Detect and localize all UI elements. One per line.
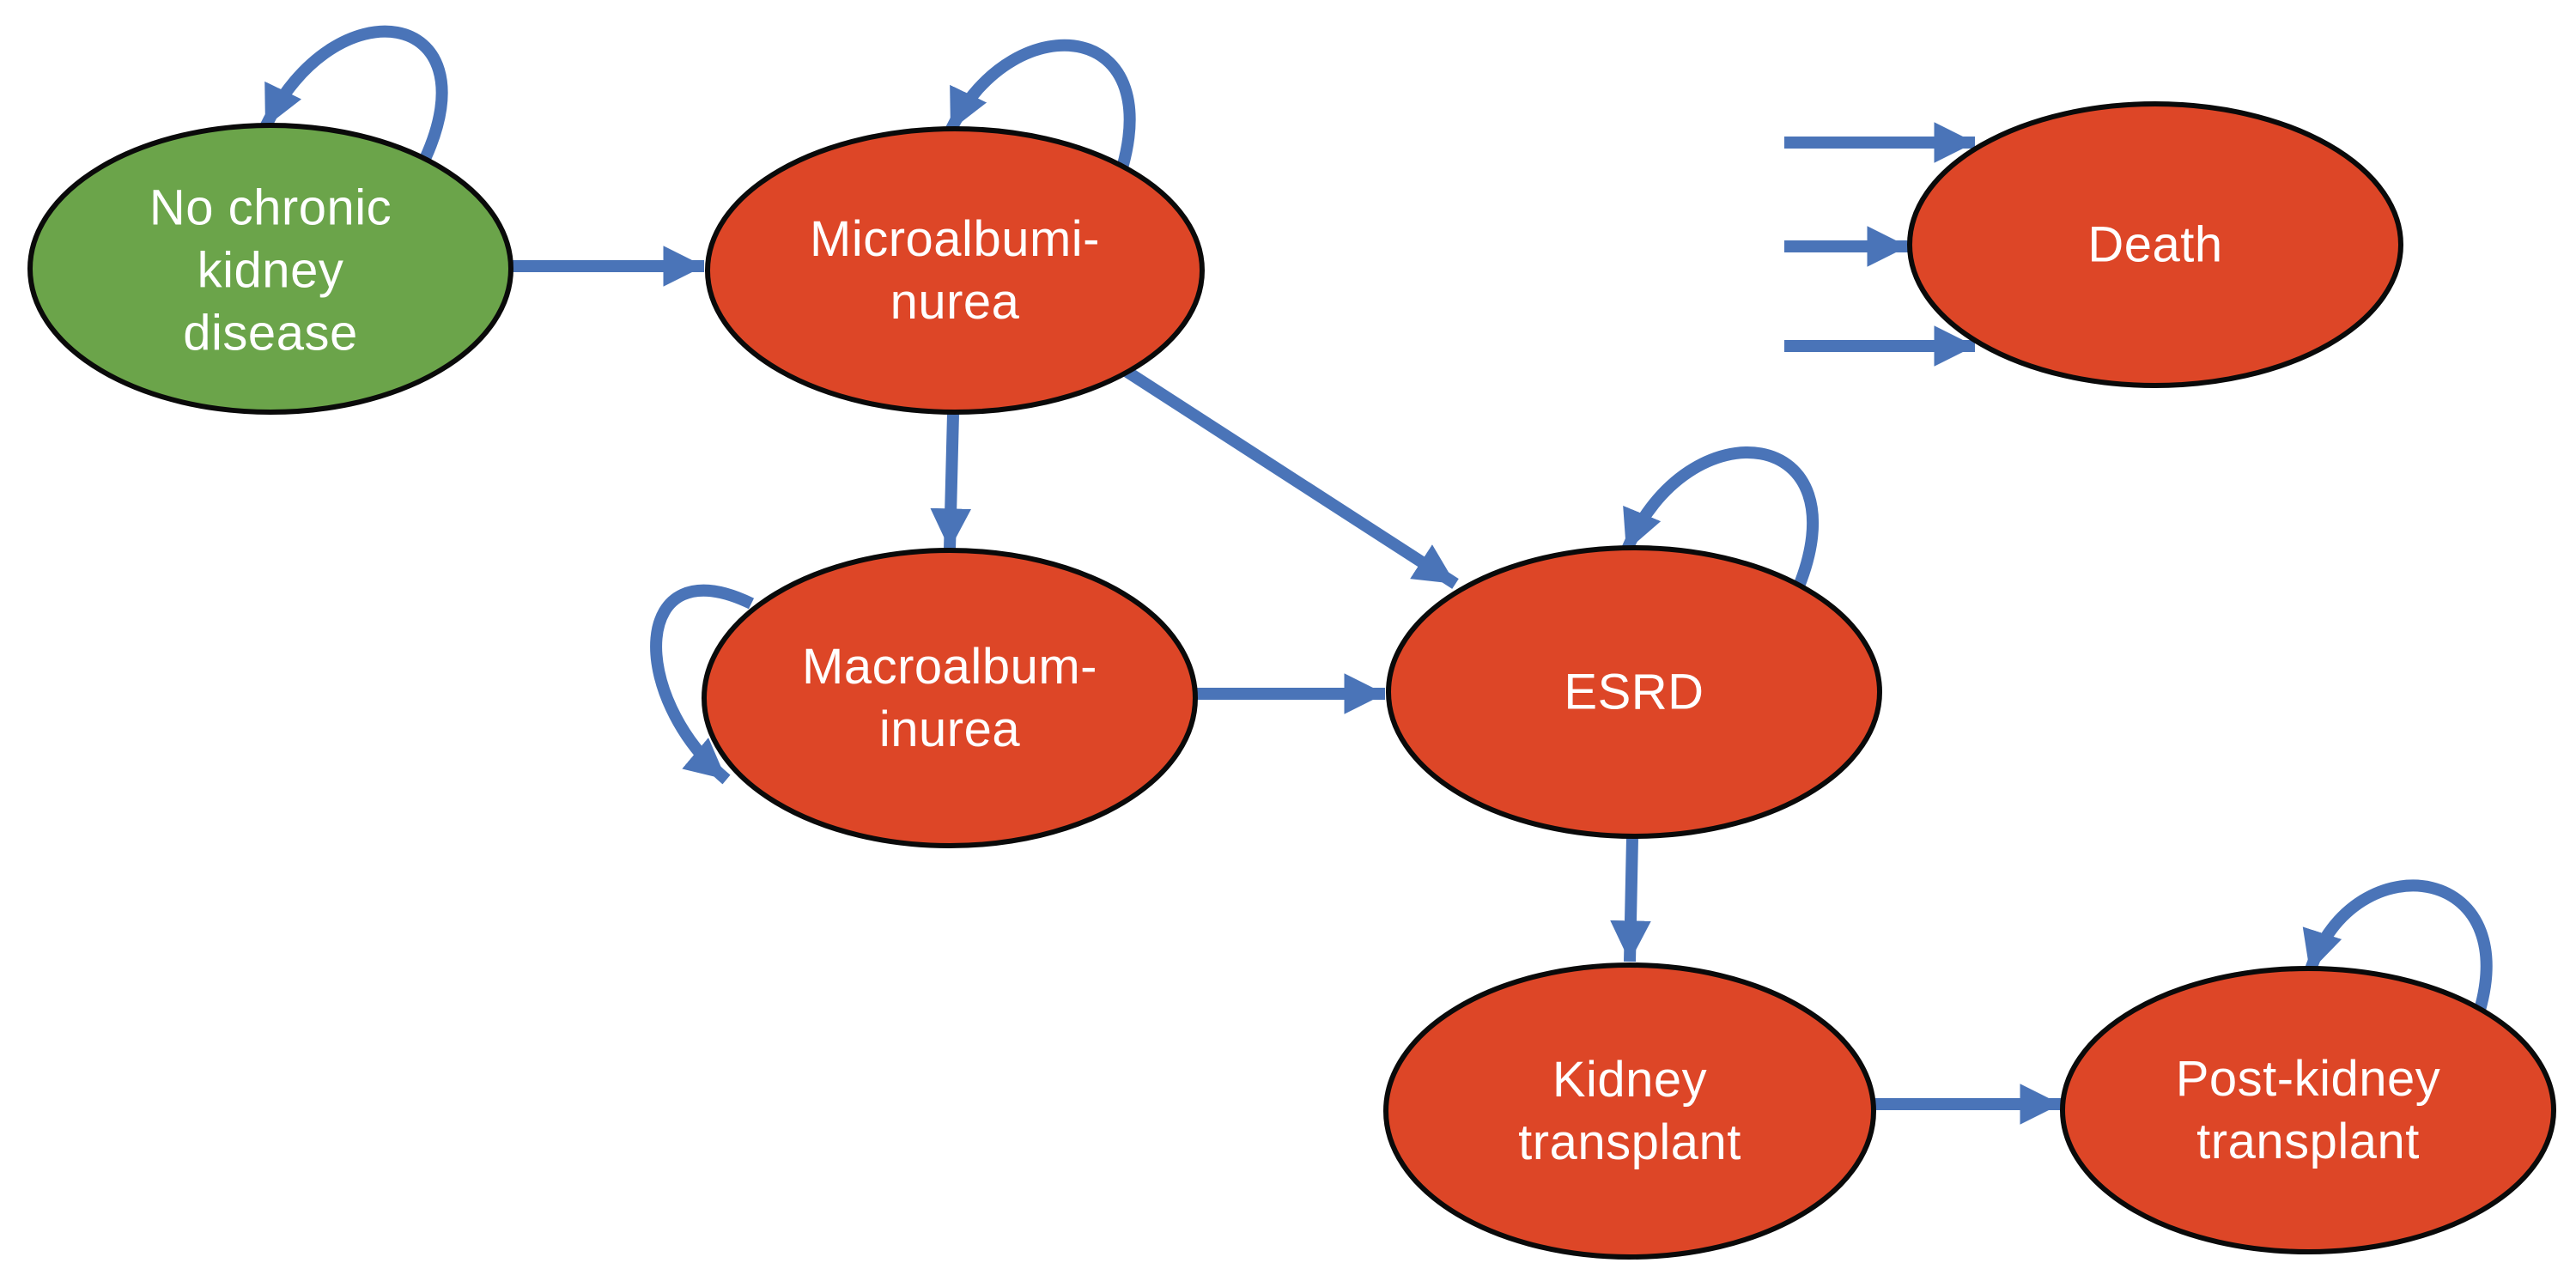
self-loop-post-kidney-transplant [2302,879,2493,1033]
label-no-chronic-kidney-disease: No chronic kidney disease [149,179,392,361]
state-esrd [1386,545,1882,839]
self-loop-no-chronic-kidney-disease [259,25,448,161]
self-loop-microalbuminurea [945,39,1136,200]
label-post-kidney-transplant: Post-kidney transplant [2175,1050,2441,1169]
edge-microalbuminurea-to-macroalbuminurea [930,413,971,550]
self-loop-esrd [1620,446,1820,595]
state-macroalbuminurea [702,548,1198,848]
self-loop-macroalbuminurea [650,584,755,785]
edge-esrd-to-kidney-transplant [1610,837,1651,962]
label-microalbuminurea: Microalbumi- nurea [810,210,1100,330]
state-post-kidney-transplant [2060,966,2556,1254]
state-no-chronic-kidney-disease [27,123,513,415]
label-kidney-transplant: Kidney transplant [1518,1051,1741,1170]
edge-microalbuminurea-to-esrd [1117,362,1459,589]
state-kidney-transplant [1383,962,1876,1260]
label-esrd: ESRD [1564,664,1704,720]
state-microalbuminurea [705,126,1205,415]
state-death [1907,101,2403,388]
label-death: Death [2087,216,2223,273]
label-macroalbuminurea: Macroalbum- inurea [802,638,1097,757]
edges-group [259,25,2493,1125]
